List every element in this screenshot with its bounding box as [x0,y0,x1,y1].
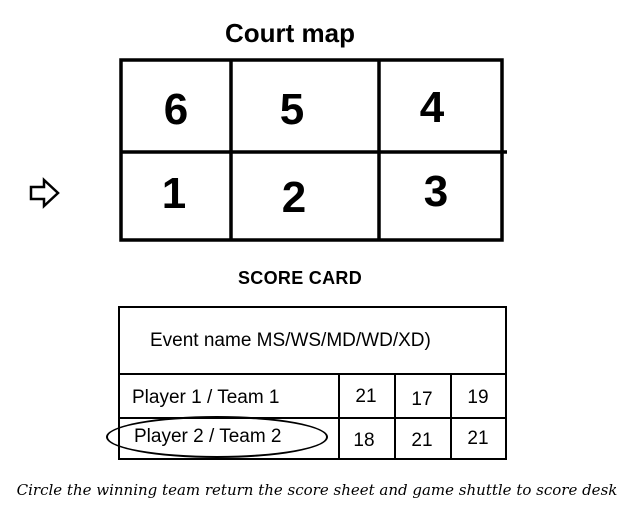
court-box-1: 1 [161,169,187,218]
player-1-game-1: 21 [355,386,377,407]
player-2-game-3: 21 [467,428,489,449]
player-1-game-3: 19 [467,387,489,408]
right-arrow-icon [29,177,60,209]
court-box-4: 4 [419,83,445,132]
player-1-name: Player 1 / Team 1 [132,387,280,408]
court-box-3: 3 [423,167,449,216]
player-1-game-2: 17 [411,389,433,410]
court-map-title: Court map [225,18,355,48]
event-name: Event name MS/WS/MD/WD/XD) [150,330,431,351]
court-outline [119,58,504,242]
winner-circle [106,416,328,458]
player-2-game-1: 18 [353,430,375,451]
score-card-title: SCORE CARD [237,268,362,288]
footer-instruction: Circle the winning team return the score… [16,481,618,499]
court-box-2: 2 [281,173,307,222]
court-box-6: 6 [163,85,189,134]
player-2-game-2: 21 [411,430,433,451]
court-box-5: 5 [279,85,305,134]
